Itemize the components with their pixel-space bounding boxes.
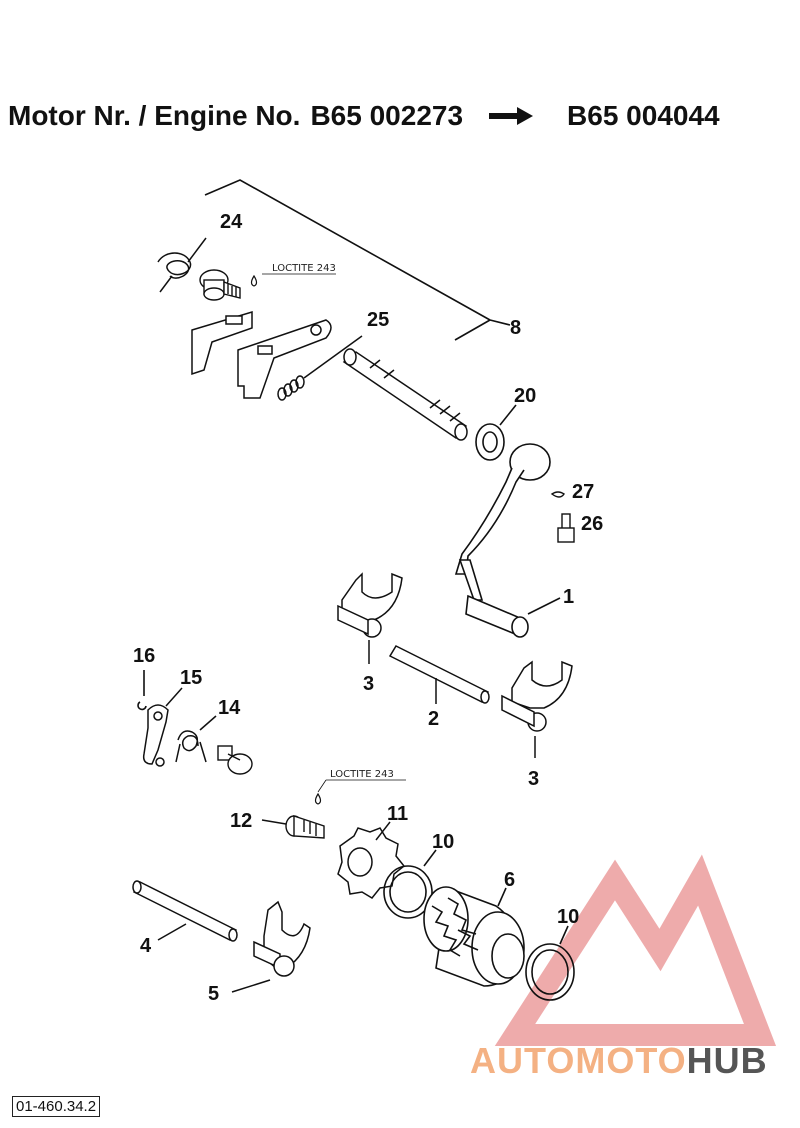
callout-3-upper: 3: [363, 673, 374, 695]
callout-20: 20: [514, 385, 536, 407]
callout-11: 11: [387, 803, 408, 825]
watermark-text: AUTOMOTOHUB: [470, 1040, 768, 1082]
part-27-ring: [550, 491, 565, 498]
document-number: 01-460.34.2: [12, 1096, 101, 1117]
part-16-clip: [137, 670, 147, 711]
part-24-spring: [157, 237, 207, 293]
callout-6: 6: [504, 869, 515, 891]
part-26-screw: [557, 513, 575, 543]
callout-26: 26: [581, 513, 603, 535]
callout-4: 4: [140, 935, 152, 957]
callout-15: 15: [180, 667, 202, 689]
callout-2: 2: [428, 708, 439, 730]
engine-number-from: B65 002273: [310, 100, 464, 131]
part-20-washer: [475, 404, 517, 461]
part-10-washer-left: [383, 849, 437, 919]
part-4-pin: [132, 880, 238, 942]
part-3-shift-fork-lower: [501, 660, 573, 758]
callout-14: 14: [218, 697, 241, 719]
callout-24: 24: [220, 211, 243, 233]
callout-25: 25: [367, 309, 389, 331]
watermark-part1: AUTOMOTO: [470, 1040, 687, 1081]
assembly-bracket: [204, 179, 511, 341]
part-5-shift-fork: [231, 900, 311, 993]
watermark-logo-icon: [494, 854, 777, 1046]
loctite-note-top: LOCTITE 243: [272, 263, 336, 274]
part-6-shift-drum: [423, 886, 525, 987]
callout-27: 27: [572, 481, 594, 503]
engine-number-header: Motor Nr. / Engine No. B65 002273 B65 00…: [8, 100, 720, 132]
part-small-bolt: [217, 745, 253, 775]
part-1-shift-lever: [454, 443, 561, 638]
watermark-part2: HUB: [686, 1040, 768, 1081]
part-3-shift-fork-upper: [337, 572, 403, 664]
part-shift-shaft: [342, 348, 468, 441]
callout-12: 12: [230, 810, 252, 832]
callout-5: 5: [208, 983, 219, 1005]
callout-10-right: 10: [557, 906, 579, 928]
range-arrow-icon: [489, 107, 534, 125]
part-15-lever: [142, 687, 183, 767]
part-14-spring: [175, 715, 217, 763]
engine-number-to: B65 004044: [567, 100, 720, 131]
loctite-drop-icon: [314, 792, 322, 805]
part-11-star-cam: [337, 821, 406, 899]
loctite-note-bottom: LOCTITE 243: [330, 769, 394, 780]
loctite-drop-icon: [250, 274, 258, 287]
part-25-spring: [277, 335, 363, 401]
part-2-rod: [388, 645, 490, 704]
part-12-bolt: [261, 815, 325, 839]
callout-1: 1: [563, 586, 574, 608]
engine-number-label: Motor Nr. / Engine No.: [8, 100, 301, 131]
part-24-bolt: [199, 269, 241, 301]
callout-8: 8: [510, 317, 521, 339]
callout-10-left: 10: [432, 831, 454, 853]
part-10-washer-right: [525, 925, 575, 1001]
callout-3-lower: 3: [528, 768, 539, 790]
callout-16: 16: [133, 645, 155, 667]
part-plates: [191, 310, 332, 399]
